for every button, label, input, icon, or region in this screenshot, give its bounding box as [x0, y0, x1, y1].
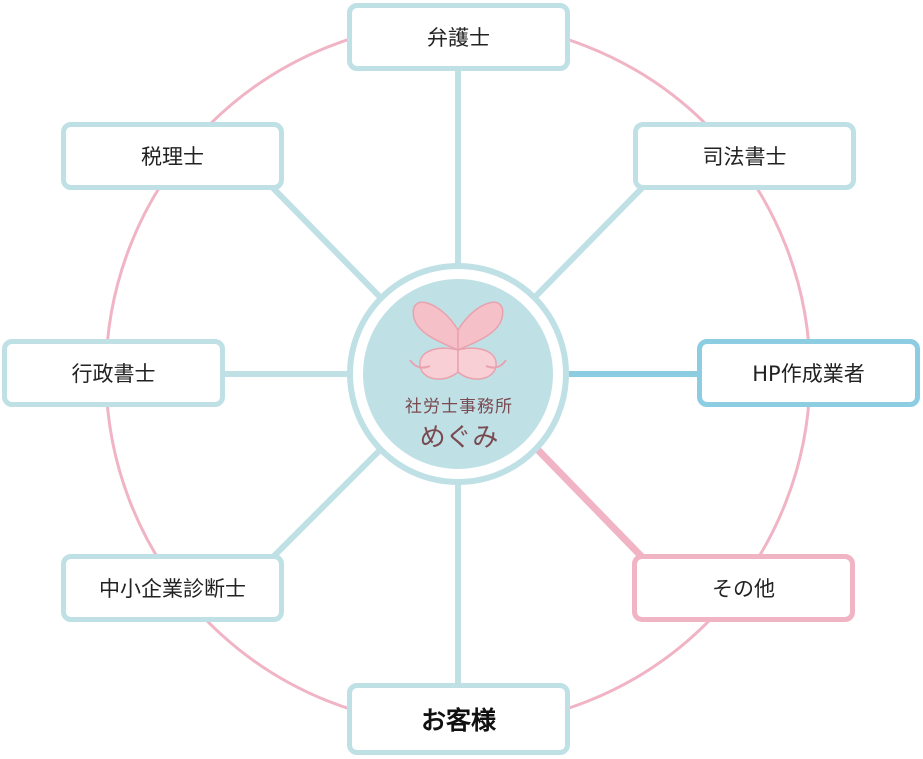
office-name: 社労士事務所: [405, 397, 513, 417]
node-tax-accountant: 税理士: [61, 122, 284, 190]
node-judicial-scrivener: 司法書士: [633, 122, 856, 190]
connector-other: [535, 447, 645, 560]
connector-sme-consultant: [270, 447, 383, 560]
center-badge: [363, 279, 553, 469]
connector-judicial-scrivener: [532, 185, 645, 300]
center-logo-text: 社労士事務所 めぐみ: [370, 392, 548, 454]
node-administrative-scrivener: 行政書士: [2, 339, 225, 407]
heart-ribbon-logo-icon: [409, 301, 507, 380]
brand-name: めぐみ: [419, 423, 499, 453]
node-other: その他: [632, 554, 855, 622]
connector-tax-accountant: [270, 185, 383, 300]
node-sme-consultant: 中小企業診断士: [61, 554, 284, 622]
node-customer: お客様: [347, 683, 570, 755]
node-hp-creator: HP作成業者: [697, 339, 920, 407]
node-lawyer: 弁護士: [347, 3, 570, 71]
